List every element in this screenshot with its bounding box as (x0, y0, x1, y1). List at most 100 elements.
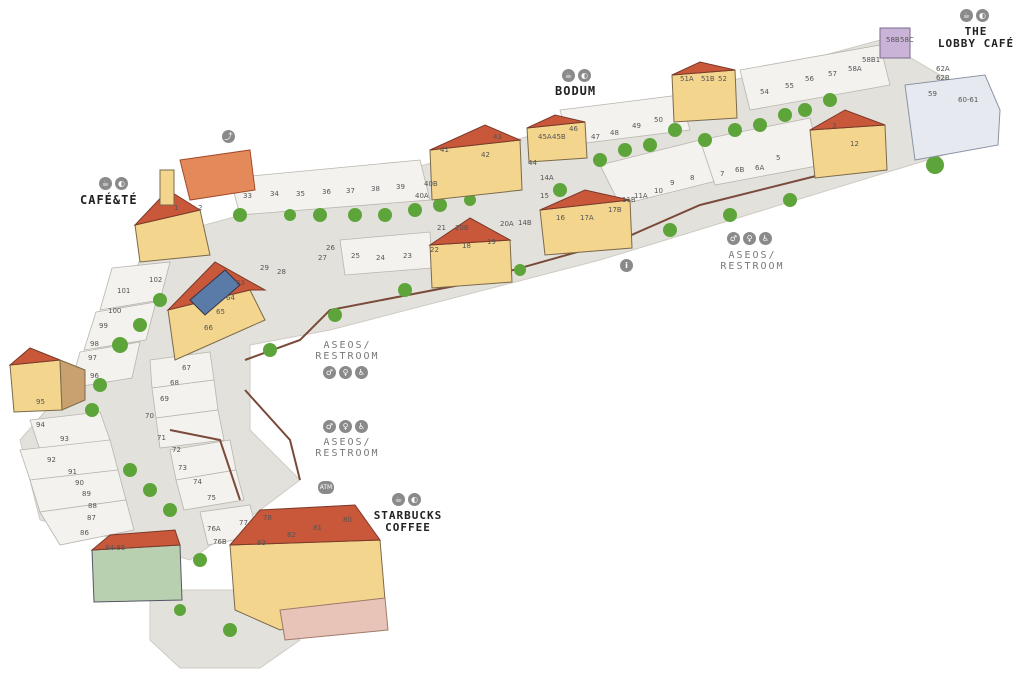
unit-52: 52 (718, 75, 727, 83)
building-95 (8, 347, 86, 413)
unit-84-85: 84-85 (105, 544, 125, 552)
label-restroom-center-bottom: RESTROOM (315, 351, 380, 362)
male-icon: ♂ (727, 232, 740, 245)
female-icon: ♀ (339, 366, 352, 379)
cookie-icon: ◐ (408, 493, 421, 506)
unit-54: 54 (760, 88, 769, 96)
unit-90: 90 (75, 479, 84, 487)
unit-29: 29 (260, 264, 269, 272)
unit-92: 92 (47, 456, 56, 464)
unit-14a: 14A (540, 174, 554, 182)
label-starbucks: STARBUCKS COFFEE (368, 509, 448, 534)
unit-1: 1 (174, 204, 178, 212)
units-main-street (229, 44, 891, 276)
unit-55: 55 (785, 82, 794, 90)
label-restroom-east-bottom: RESTROOM (720, 261, 785, 272)
unit-20a: 20A (500, 220, 514, 228)
unit-58a: 58A (848, 65, 862, 73)
building-84-85 (90, 529, 183, 603)
unit-45a: 45A (538, 133, 552, 141)
unit-3: 3 (832, 122, 836, 130)
unit-93: 93 (60, 435, 69, 443)
atm-icon[interactable]: ATM (318, 481, 334, 494)
info-icon[interactable]: i (620, 259, 633, 272)
unit-59: 59 (928, 90, 937, 98)
cookie-icon: ◐ (976, 9, 989, 22)
label-restroom-center: ASEOS/ RESTROOM (310, 340, 385, 362)
unit-75: 75 (207, 494, 216, 502)
label-lobby-cafe-line1: THE (964, 25, 988, 38)
restroom-center-icons: ♂ ♀ ♿ (323, 366, 368, 379)
unit-67: 67 (182, 364, 191, 372)
unit-58b1: 58B1 (862, 56, 880, 64)
unit-51b: 51B (701, 75, 715, 83)
unit-60-61: 60-61 (958, 96, 978, 104)
wheelchair-icon: ♿ (759, 232, 772, 245)
unit-38: 38 (371, 185, 380, 193)
cookie-icon: ◐ (578, 69, 591, 82)
cup-icon: ☕ (960, 9, 973, 22)
unit-96: 96 (90, 372, 99, 380)
unit-89: 89 (82, 490, 91, 498)
unit-50: 50 (654, 116, 663, 124)
unit-40b: 40B (424, 180, 438, 188)
unit-17b: 17B (608, 206, 622, 214)
female-icon: ♀ (743, 232, 756, 245)
unit-77: 77 (239, 519, 248, 527)
unit-65: 65 (216, 308, 225, 316)
label-lobby-cafe: THE LOBBY CAFÉ (930, 25, 1022, 50)
unit-82: 82 (287, 531, 296, 539)
unit-71: 71 (157, 434, 166, 442)
unit-62a: 62A (936, 65, 950, 73)
unit-64: 64 (226, 294, 235, 302)
label-starbucks-line1: STARBUCKS (373, 509, 443, 522)
unit-25: 25 (351, 252, 360, 260)
label-restroom-south-bottom: RESTROOM (315, 448, 380, 459)
unit-63: 63 (236, 279, 245, 287)
unit-76b: 76B (213, 538, 227, 546)
unit-73: 73 (178, 464, 187, 472)
unit-76a: 76A (207, 525, 221, 533)
unit-35: 35 (296, 190, 305, 198)
unit-74: 74 (193, 478, 202, 486)
unit-9: 9 (670, 179, 674, 187)
cookie-icon: ◐ (115, 177, 128, 190)
unit-41: 41 (440, 146, 449, 154)
unit-26: 26 (326, 244, 335, 252)
unit-56: 56 (805, 75, 814, 83)
unit-66: 66 (204, 324, 213, 332)
unit-17a: 17A (580, 214, 594, 222)
unit-37: 37 (346, 187, 355, 195)
unit-5: 5 (776, 154, 780, 162)
cup-icon: ☕ (562, 69, 575, 82)
label-bodum: BODUM (555, 84, 597, 98)
unit-70: 70 (145, 412, 154, 420)
unit-69: 69 (160, 395, 169, 403)
unit-58c: 58C (900, 36, 914, 44)
unit-81: 81 (313, 524, 322, 532)
building-starbucks (228, 504, 389, 641)
unit-19: 19 (487, 238, 496, 246)
unit-91: 91 (68, 468, 77, 476)
male-icon: ♂ (323, 420, 336, 433)
unit-80: 80 (343, 516, 352, 524)
unit-10: 10 (654, 187, 663, 195)
unit-36: 36 (322, 188, 331, 196)
label-cafe-te: CAFÉ&TÉ (80, 193, 138, 207)
playground (179, 149, 256, 201)
unit-8: 8 (690, 174, 694, 182)
unit-11b: 11B (622, 196, 636, 204)
label-restroom-south: ASEOS/ RESTROOM (310, 437, 385, 459)
unit-11a: 11A (634, 192, 648, 200)
building-51-52 (671, 61, 738, 123)
units-left (19, 261, 171, 546)
unit-102: 102 (149, 276, 162, 284)
unit-88: 88 (88, 502, 97, 510)
unit-58b: 58B (886, 36, 900, 44)
unit-45b: 45B (552, 133, 566, 141)
unit-34: 34 (270, 190, 279, 198)
units-middle (149, 351, 259, 546)
slide-icon: ⤴ (222, 130, 235, 143)
